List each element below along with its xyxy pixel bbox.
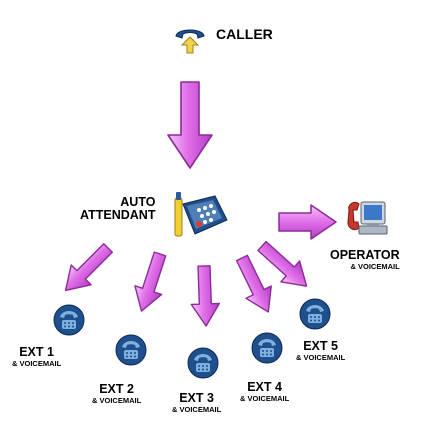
phone-icon bbox=[115, 334, 147, 366]
phone-icon bbox=[299, 298, 331, 330]
ext5-label: EXT 5 & VOICEMAIL bbox=[296, 339, 346, 363]
arrow-attendant-to-operator bbox=[278, 204, 337, 240]
phone-icon bbox=[53, 304, 85, 336]
operator-computer-icon bbox=[347, 201, 388, 235]
caller-icon bbox=[175, 29, 205, 54]
phone-icon bbox=[251, 332, 283, 364]
auto-attendant-icon bbox=[174, 192, 228, 237]
arrow-to-ext1 bbox=[54, 237, 119, 302]
caller-label: CALLER bbox=[216, 26, 273, 42]
auto-attendant-label: AUTO ATTENDANT bbox=[80, 195, 156, 223]
ext2-label: EXT 2 & VOICEMAIL bbox=[92, 382, 142, 406]
arrow-caller-to-attendant bbox=[167, 81, 213, 169]
phone-icon bbox=[187, 347, 219, 379]
ext4-label: EXT 4 & VOICEMAIL bbox=[240, 380, 290, 404]
operator-label: OPERATOR & VOICEMAIL bbox=[330, 248, 400, 272]
ext3-label: EXT 3 & VOICEMAIL bbox=[172, 391, 222, 415]
arrow-to-ext2 bbox=[127, 248, 175, 317]
arrow-to-ext3 bbox=[189, 264, 221, 328]
ext1-label: EXT 1 & VOICEMAIL bbox=[12, 345, 62, 369]
